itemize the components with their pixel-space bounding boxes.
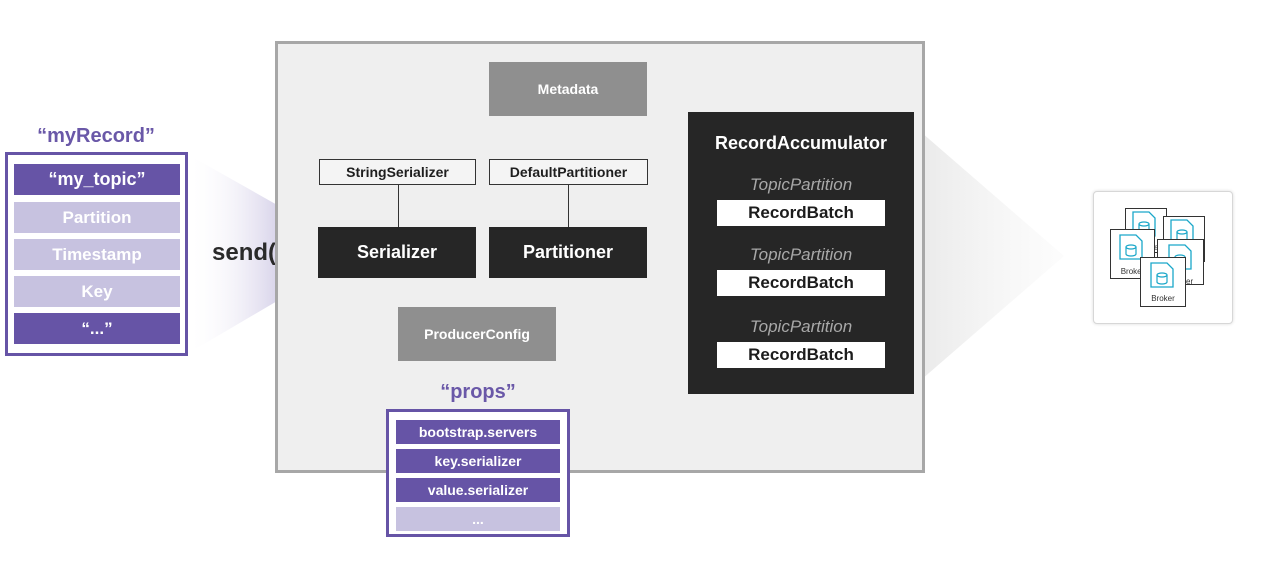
record-card: “my_topic” Partition Timestamp Key “...” — [5, 152, 188, 356]
send-funnel — [187, 154, 318, 354]
record-batch: RecordBatch — [717, 342, 885, 368]
broker-label: ker — [1150, 243, 1162, 252]
broker-label: Broker — [1151, 293, 1175, 303]
broker-label: ker — [1182, 277, 1194, 286]
record-field-partition: Partition — [14, 202, 180, 233]
record-accumulator: RecordAccumulator TopicPartition RecordB… — [688, 112, 914, 394]
props-field-more: ... — [396, 507, 560, 531]
record-batch: RecordBatch — [717, 200, 885, 226]
props-field-key-serializer: key.serializer — [396, 449, 560, 473]
topic-partition-label: TopicPartition — [749, 317, 853, 336]
record-batch: RecordBatch — [717, 270, 885, 296]
props-title: “props” — [440, 380, 516, 403]
record-title: “myRecord” — [37, 124, 155, 147]
serializer-connector — [398, 185, 399, 227]
database-file-icon — [1140, 257, 1186, 307]
partitioner-box: Partitioner — [489, 227, 647, 278]
topic-partition-label: TopicPartition — [749, 245, 853, 264]
record-field-topic: “my_topic” — [14, 164, 180, 195]
default-partitioner-label: DefaultPartitioner — [489, 159, 648, 185]
partitioner-connector — [568, 185, 569, 227]
record-field-more: “...” — [14, 313, 180, 344]
accumulator-title: RecordAccumulator — [714, 132, 888, 153]
output-funnel — [914, 126, 1064, 386]
topic-partition-label: TopicPartition — [749, 175, 853, 194]
serializer-box: Serializer — [318, 227, 476, 278]
props-field-value-serializer: value.serializer — [396, 478, 560, 502]
database-file-icon — [1110, 229, 1155, 279]
broker-cluster-panel: ker ker Broker Broker — [1093, 191, 1233, 324]
metadata-box: Metadata — [489, 62, 647, 116]
broker-label: Broker — [1120, 266, 1145, 276]
record-field-timestamp: Timestamp — [14, 239, 180, 270]
send-label: send() — [212, 239, 284, 266]
props-card: bootstrap.servers key.serializer value.s… — [386, 409, 570, 537]
record-field-key: Key — [14, 276, 180, 307]
producer-config-box: ProducerConfig — [398, 307, 556, 361]
string-serializer-label: StringSerializer — [319, 159, 476, 185]
props-field-bootstrap-servers: bootstrap.servers — [396, 420, 560, 444]
